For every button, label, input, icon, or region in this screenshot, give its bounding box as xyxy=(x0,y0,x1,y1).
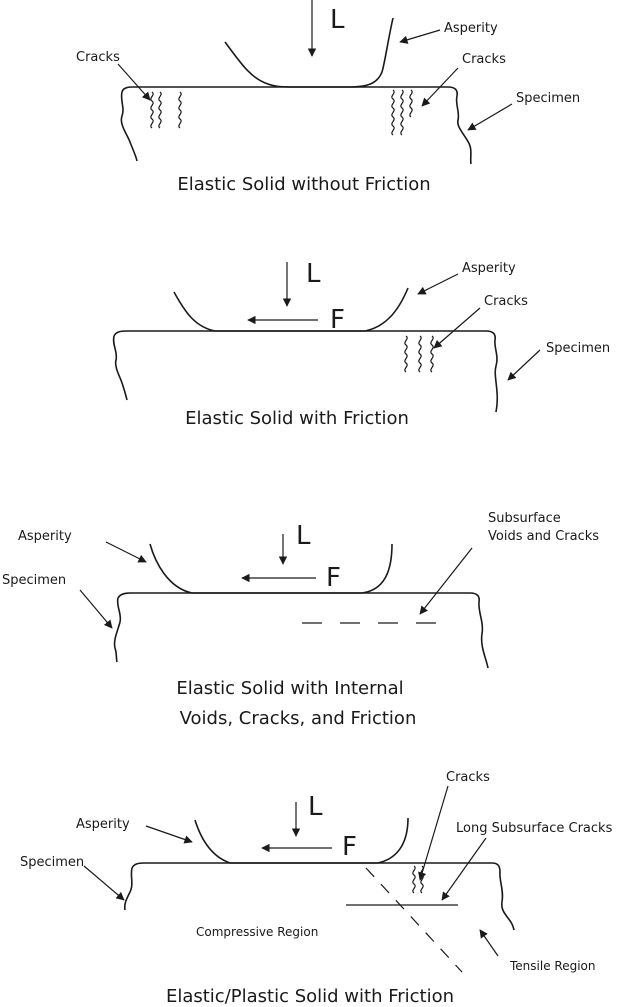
leader-cracks-left xyxy=(117,63,151,101)
crack xyxy=(430,335,434,373)
asperity-label: Asperity xyxy=(444,21,498,36)
friction-label: F xyxy=(342,832,357,862)
tensile-region-label: Tensile Region xyxy=(509,959,595,973)
crack xyxy=(400,89,404,136)
crack xyxy=(418,335,422,373)
leader-asperity xyxy=(399,29,441,44)
leader-tensile xyxy=(479,929,499,957)
crack xyxy=(409,89,413,118)
specimen-label: Specimen xyxy=(2,573,66,588)
panel-4: L F Asperity Specimen Cracks Long Subsur… xyxy=(20,770,613,1007)
crack xyxy=(412,865,416,894)
long-cracks-label: Long Subsurface Cracks xyxy=(456,821,613,836)
friction-label: F xyxy=(330,305,345,335)
specimen-surface xyxy=(131,862,515,931)
cracks-right-label: Cracks xyxy=(462,52,506,67)
caption-line1: Elastic Solid with Internal xyxy=(176,678,403,699)
leader-specimen xyxy=(83,865,125,901)
leader-cracks xyxy=(433,307,481,349)
specimen-surface xyxy=(113,330,499,413)
asperity-outline xyxy=(149,543,393,594)
specimen-left-edge xyxy=(123,867,133,911)
crack xyxy=(178,91,182,129)
shear-band xyxy=(365,867,463,973)
leader-specimen xyxy=(79,589,113,629)
specimen-label: Specimen xyxy=(20,855,84,870)
caption-line2: Voids, Cracks, and Friction xyxy=(180,708,417,729)
asperity-outline xyxy=(173,287,409,332)
friction-label: F xyxy=(326,563,341,593)
cracks-left-label: Cracks xyxy=(76,50,120,65)
voids-label-line2: Voids and Cracks xyxy=(488,529,599,544)
caption: Elastic Solid with Friction xyxy=(185,408,409,429)
voids-label-line1: Subsurface xyxy=(488,511,561,526)
asperity-label: Asperity xyxy=(462,261,516,276)
panel-1: L Cracks Asperity Cracks Specimen Elasti… xyxy=(76,0,580,195)
load-label: L xyxy=(306,259,321,289)
leader-asperity xyxy=(105,541,147,563)
leader-cracks xyxy=(418,785,449,881)
cracks-label: Cracks xyxy=(446,770,490,785)
specimen-left-edge xyxy=(113,597,122,663)
leader-voids xyxy=(419,547,473,615)
crack xyxy=(158,91,162,129)
leader-asperity xyxy=(145,825,193,844)
load-label: L xyxy=(308,792,323,822)
asperity-label: Asperity xyxy=(76,817,130,832)
load-label: L xyxy=(330,5,345,35)
leader-specimen xyxy=(467,103,513,131)
panel-3: L F Asperity Specimen Subsurface Voids a… xyxy=(2,511,599,729)
leader-cracks-right xyxy=(421,67,459,107)
crack xyxy=(150,91,154,129)
specimen-surface xyxy=(121,86,472,165)
leader-specimen xyxy=(507,349,541,381)
cracks-label: Cracks xyxy=(484,294,528,309)
leader-long-cracks xyxy=(441,837,487,901)
specimen-label: Specimen xyxy=(516,91,580,106)
compressive-region-label: Compressive Region xyxy=(196,925,318,939)
panel-2: L F Asperity Cracks Specimen Elastic Sol… xyxy=(112,259,610,429)
specimen-left-edge xyxy=(112,335,128,401)
specimen-left-edge xyxy=(120,91,138,162)
crack xyxy=(391,89,395,136)
leader-asperity xyxy=(417,273,459,295)
asperity-outline xyxy=(224,17,394,88)
caption: Elastic/Plastic Solid with Friction xyxy=(166,986,454,1007)
load-label: L xyxy=(296,521,311,551)
asperity-outline xyxy=(194,817,409,864)
caption: Elastic Solid without Friction xyxy=(177,174,430,195)
crack xyxy=(404,335,408,373)
specimen-surface xyxy=(117,592,489,669)
asperity-label: Asperity xyxy=(18,529,72,544)
specimen-label: Specimen xyxy=(546,341,610,356)
